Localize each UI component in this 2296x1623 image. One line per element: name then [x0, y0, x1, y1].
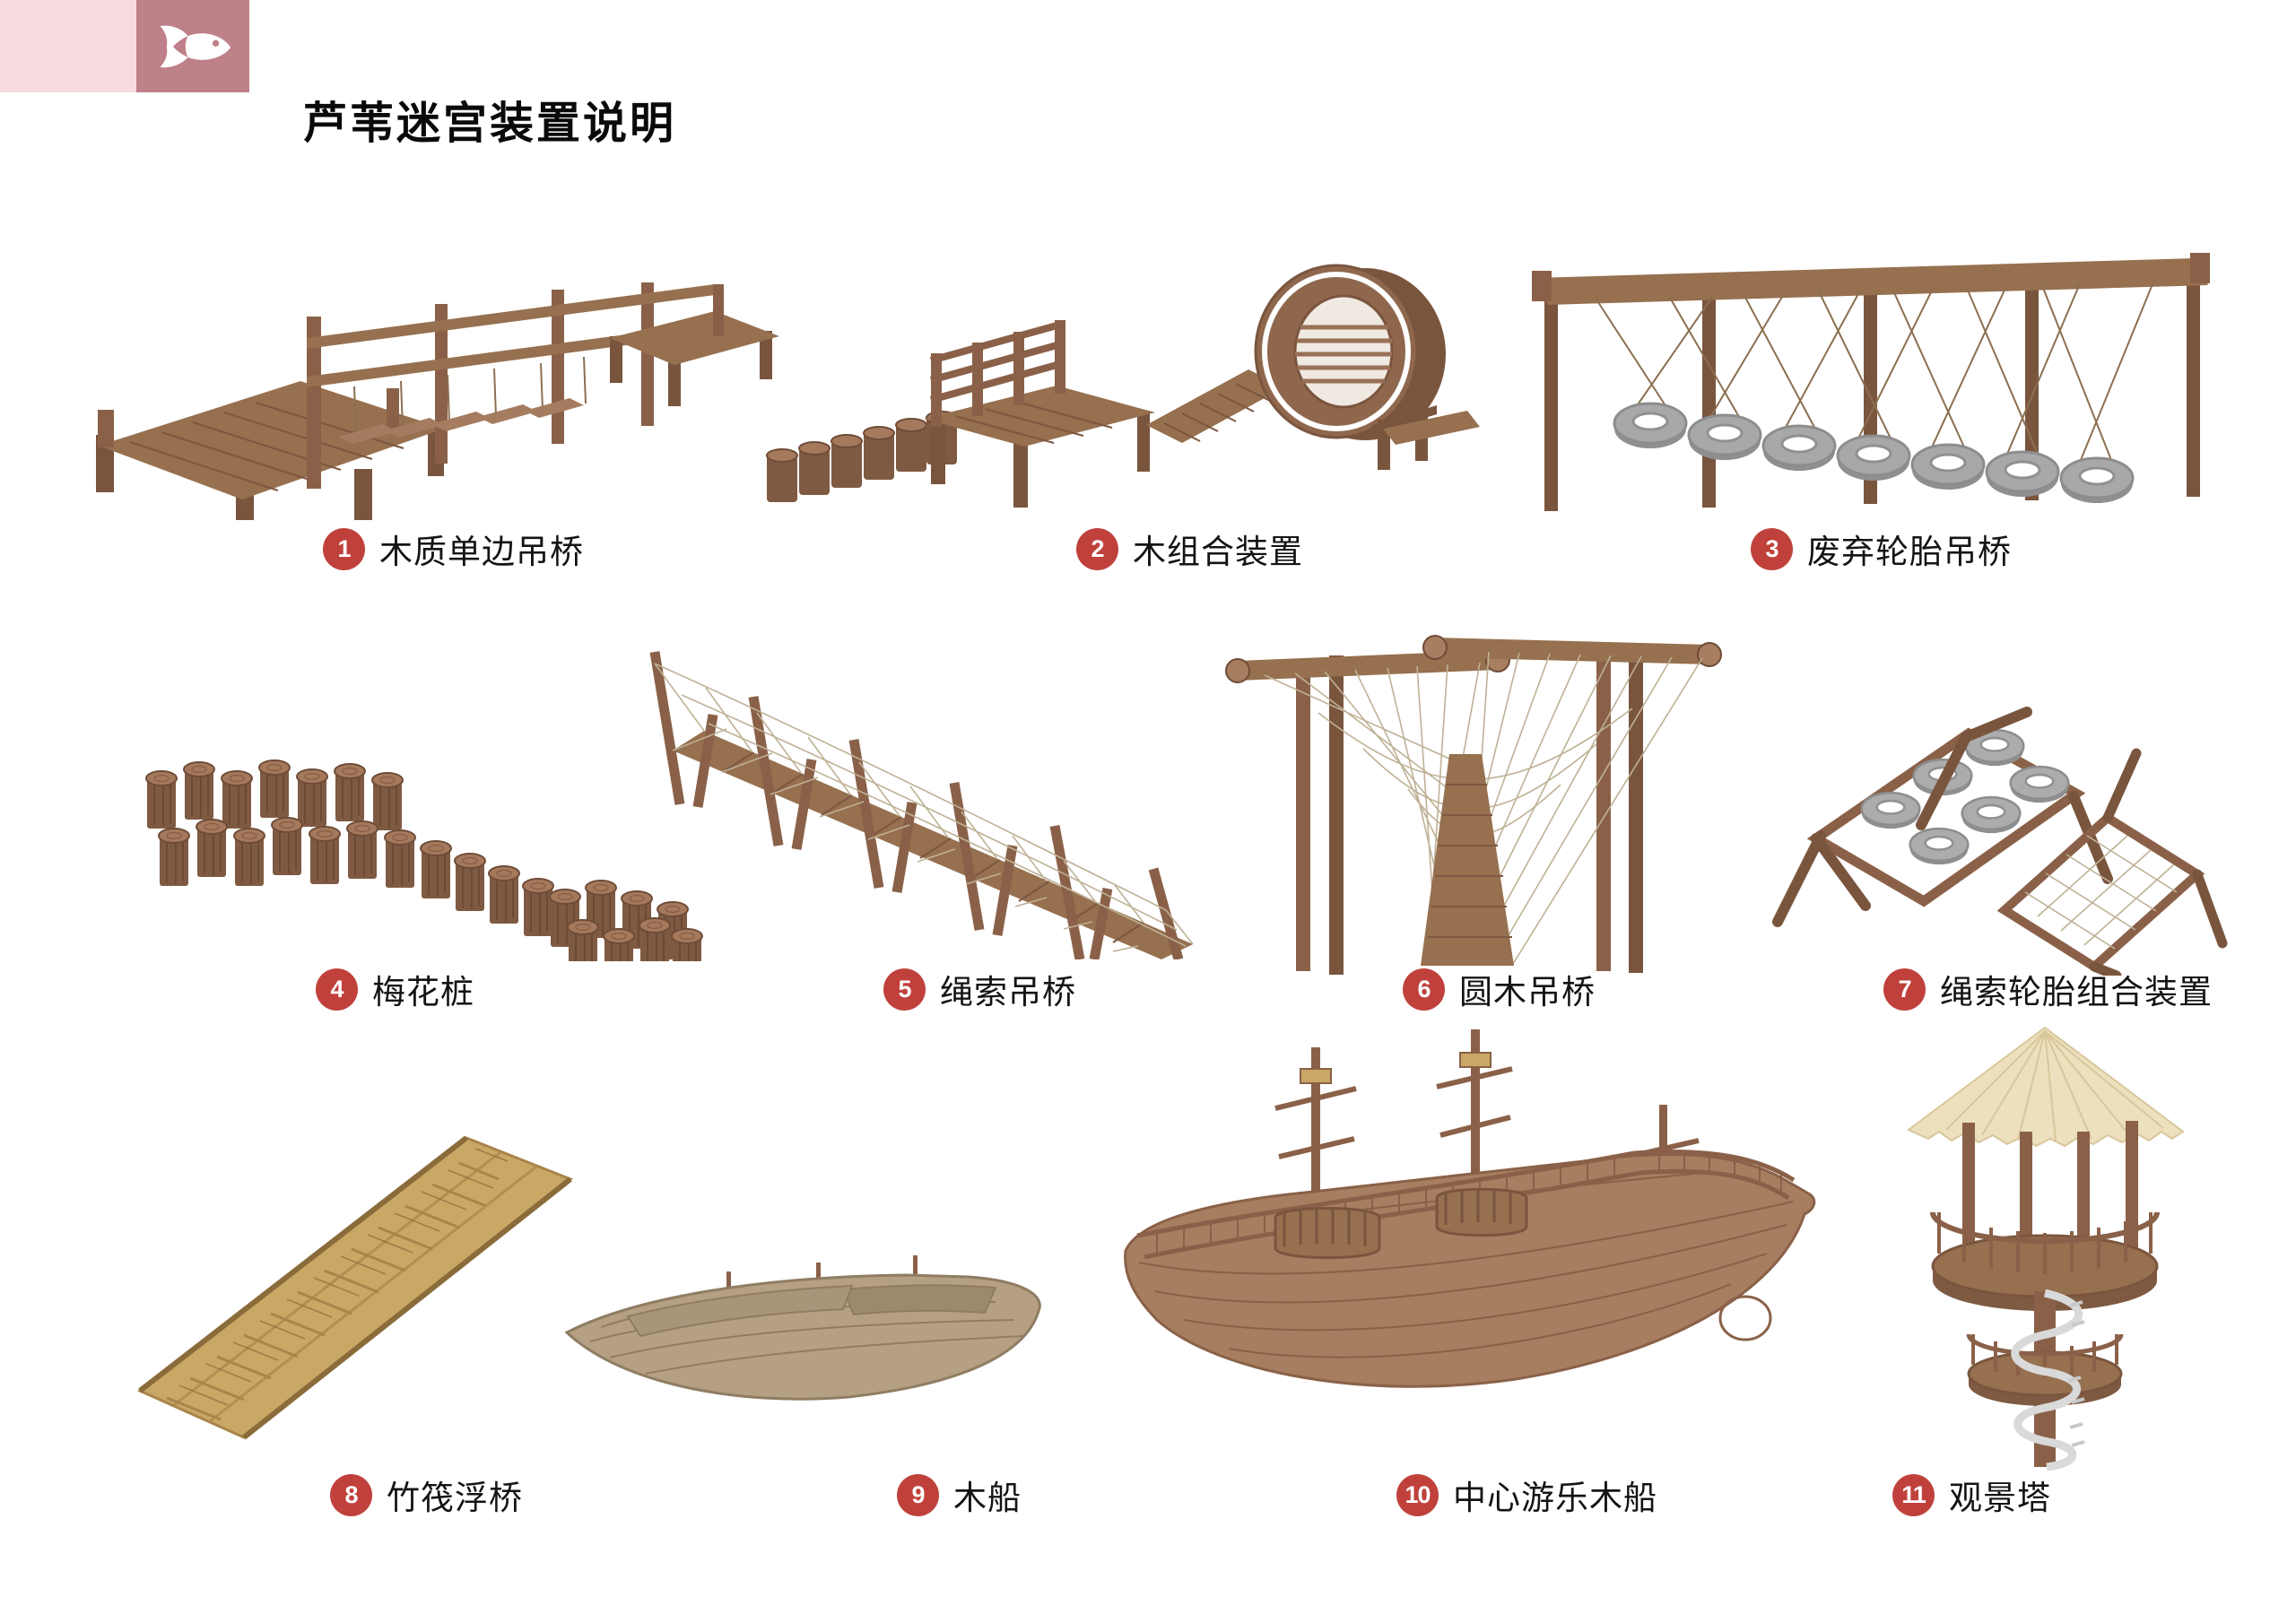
item-label-text: 观景塔 — [1949, 1480, 2051, 1516]
item-label-10: 10 中心游乐木船 — [1396, 1471, 1657, 1519]
barrel-tunnel — [1254, 264, 1480, 470]
item-label-text: 圆木吊桥 — [1459, 974, 1596, 1011]
item-number-badge: 2 — [1076, 527, 1118, 570]
item-label-text: 木质单边吊桥 — [379, 534, 584, 570]
net-sides — [654, 663, 1194, 952]
platform-with-railing — [924, 320, 1155, 508]
tower-posts — [1962, 1121, 2138, 1257]
item-number-badge: 10 — [1396, 1473, 1439, 1516]
fish-icon — [160, 25, 231, 67]
item-number-badge: 6 — [1403, 968, 1445, 1011]
item-number-badge: 4 — [316, 968, 358, 1011]
item-label-4: 4 梅花桩 — [316, 965, 474, 1013]
illustration-rope-bridge — [619, 614, 1211, 959]
raft — [137, 1135, 573, 1440]
stepping-logs — [766, 411, 958, 503]
illustration-play-ship — [1085, 1022, 1839, 1466]
top-logs — [1225, 635, 1722, 683]
item-label-8: 8 竹筏浮桥 — [330, 1471, 523, 1519]
illustration-log-bridge — [1211, 605, 1731, 993]
item-label-7: 7 绳索轮胎组合装置 — [1883, 965, 2213, 1013]
item-number-badge: 3 — [1751, 527, 1793, 570]
boat — [564, 1255, 1041, 1401]
item-label-11: 11 观景塔 — [1892, 1471, 2051, 1519]
page-title: 芦苇迷宫装置说明 — [303, 100, 677, 148]
ramp — [1146, 369, 1284, 443]
thatch-roof — [1907, 1026, 2185, 1148]
posts — [649, 651, 1184, 959]
walkway — [673, 731, 1193, 959]
right-platform — [610, 284, 779, 406]
item-number-badge: 8 — [330, 1473, 372, 1516]
illustration-wooden-boat — [547, 1227, 1067, 1422]
header-pink-band — [0, 0, 136, 92]
illustration-viewing-tower — [1857, 1022, 2233, 1471]
item-label-2: 2 木组合装置 — [1076, 525, 1303, 573]
item-label-5: 5 绳索吊桥 — [883, 965, 1076, 1013]
item-number-badge: 9 — [897, 1473, 939, 1516]
item-number-badge: 7 — [1883, 968, 1926, 1011]
item-label-1: 1 木质单边吊桥 — [323, 525, 584, 573]
item-label-text: 绳索轮胎组合装置 — [1940, 974, 2213, 1011]
panel-legs — [1772, 707, 2113, 927]
item-label-3: 3 废弃轮胎吊桥 — [1751, 525, 2012, 573]
illustration-rope-tire-combo — [1731, 690, 2251, 976]
spiral-stairs — [2011, 1289, 2085, 1471]
item-number-badge: 1 — [323, 527, 365, 570]
upper-deck — [1930, 1211, 2160, 1311]
item-label-text: 木船 — [953, 1480, 1022, 1516]
illustration-bamboo-raft — [108, 1125, 628, 1455]
item-number-badge: 5 — [883, 968, 926, 1011]
illustration-tire-bridge — [1516, 235, 2242, 524]
illustration-wood-combo — [744, 235, 1534, 524]
item-label-text: 废弃轮胎吊桥 — [1807, 534, 2012, 570]
item-label-6: 6 圆木吊桥 — [1403, 965, 1596, 1013]
item-label-text: 中心游乐木船 — [1453, 1480, 1657, 1516]
net-panel — [1996, 748, 2228, 976]
logo-box — [136, 0, 249, 92]
item-number-badge: 11 — [1892, 1473, 1935, 1516]
item-label-text: 绳索吊桥 — [940, 974, 1076, 1011]
left-deck — [96, 381, 444, 520]
item-label-text: 竹筏浮桥 — [387, 1480, 523, 1516]
item-label-text: 梅花桩 — [372, 974, 474, 1011]
frame-posts — [1296, 648, 1643, 975]
item-label-text: 木组合装置 — [1133, 534, 1303, 570]
ropes — [1596, 279, 2155, 465]
crows-nests — [1274, 1187, 1528, 1259]
illustration-wooden-single-bridge — [85, 211, 785, 520]
item-label-9: 9 木船 — [897, 1471, 1022, 1519]
log-walkway — [1421, 754, 1514, 966]
